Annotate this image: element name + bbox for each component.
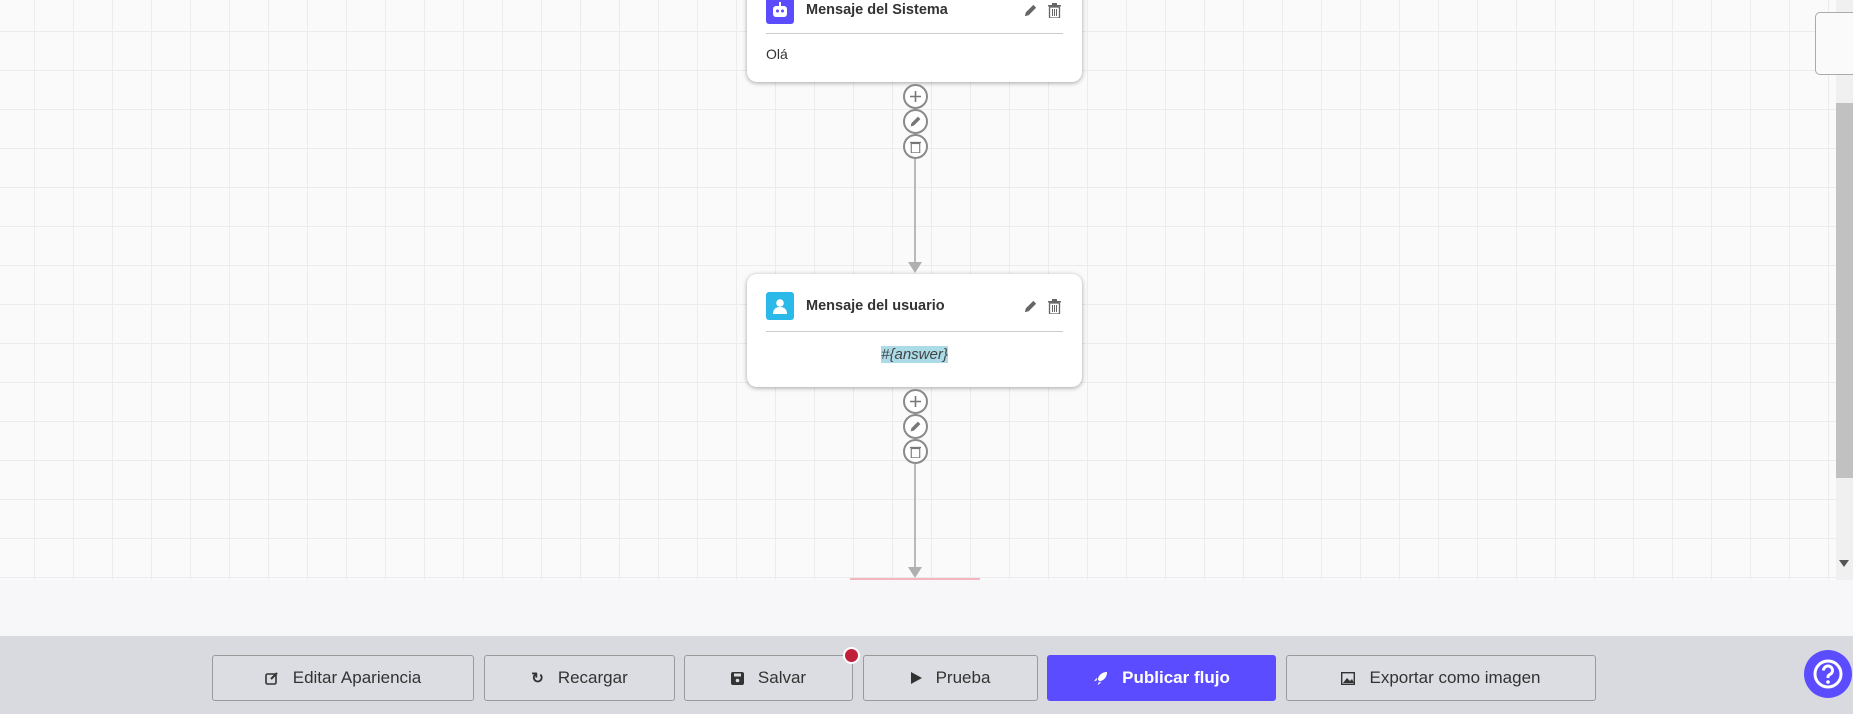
node-content: #{answer} (881, 346, 948, 363)
scroll-down-arrow[interactable] (1839, 560, 1849, 567)
delete-connection-button[interactable] (903, 134, 928, 159)
question-icon (1813, 659, 1843, 689)
connector-line (914, 464, 916, 568)
save-icon (730, 671, 744, 685)
node-title: Mensaje del usuario (806, 298, 945, 314)
robot-icon (766, 0, 794, 24)
scrollbar-thumb[interactable] (1836, 103, 1853, 478)
edit-icon[interactable] (1021, 1, 1039, 19)
delete-connection-button[interactable] (903, 439, 928, 464)
test-button[interactable]: Prueba (863, 655, 1038, 701)
refresh-icon: ↻ (531, 670, 544, 687)
play-icon (910, 672, 922, 684)
edit-connection-button[interactable] (903, 414, 928, 439)
unsaved-indicator (843, 647, 860, 664)
connector-line (914, 159, 916, 263)
publish-flow-button[interactable]: Publicar flujo (1047, 655, 1276, 701)
reload-button[interactable]: ↻ Recargar (484, 655, 675, 701)
node-system-message[interactable]: Mensaje del Sistema Olá (747, 0, 1082, 82)
export-image-button[interactable]: Exportar como imagen (1286, 655, 1596, 701)
add-node-button[interactable] (903, 389, 928, 414)
node-content: Olá (766, 46, 788, 62)
edit-icon[interactable] (1021, 297, 1039, 315)
bottom-toolbar: Editar Apariencia ↻ Recargar Salvar Prue… (0, 636, 1853, 714)
user-icon (766, 292, 794, 320)
next-node-edge (850, 578, 980, 580)
help-button[interactable] (1804, 650, 1852, 698)
node-user-message[interactable]: Mensaje del usuario #{answer} (747, 274, 1082, 387)
add-node-button[interactable] (903, 84, 928, 109)
connector-arrow (908, 262, 922, 273)
edit-connection-button[interactable] (903, 109, 928, 134)
connector-arrow (908, 567, 922, 578)
minimap-panel[interactable] (1815, 12, 1853, 75)
rocket-icon (1094, 671, 1108, 685)
trash-icon[interactable] (1045, 297, 1063, 315)
trash-icon[interactable] (1045, 1, 1063, 19)
node-title: Mensaje del Sistema (806, 2, 948, 18)
edit-appearance-button[interactable]: Editar Apariencia (212, 655, 474, 701)
flow-canvas[interactable]: Mensaje del Sistema Olá Mensaje del usua… (0, 0, 1836, 580)
edit-square-icon (264, 672, 278, 685)
image-icon (1341, 671, 1356, 685)
save-button[interactable]: Salvar (684, 655, 853, 701)
